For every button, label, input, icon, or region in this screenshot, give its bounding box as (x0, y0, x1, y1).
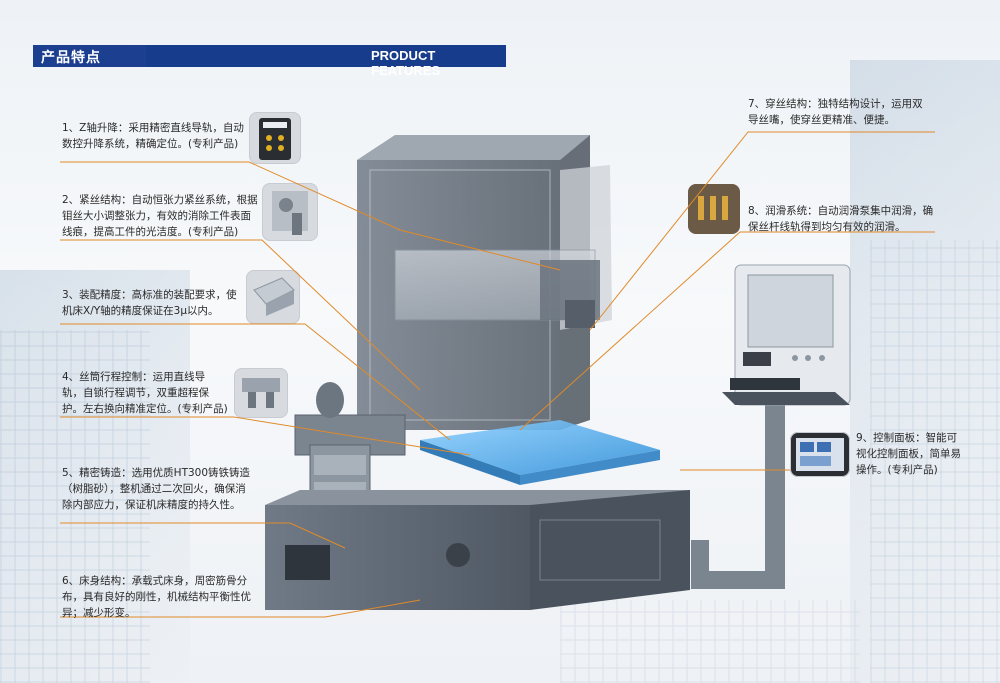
feature-control-panel: 9、控制面板：智能可 视化控制面板，简单易 操作。(专利产品) (856, 430, 981, 478)
feature-bed-structure: 6、床身结构：承载式床身，周密筋骨分 布，具有良好的刚性，机械结构平衡性优 异；… (62, 573, 277, 621)
feature-control-panel-line2: 视化控制面板，简单易 (856, 448, 961, 460)
control-panel-screen-icon (790, 432, 850, 477)
feature-drum-travel-line3: 护。左右换向精准定位。(专利产品) (62, 403, 228, 415)
feature-assembly-precision-line1: 3、装配精度：高标准的装配要求，使 (62, 289, 237, 301)
feature-z-axis: 1、Z轴升降：采用精密直线导轨，自动 数控升降系统，精确定位。(专利产品) (62, 120, 252, 152)
z-axis-controller-icon (249, 112, 301, 164)
feature-wire-threading: 7、穿丝结构：独特结构设计，运用双 导丝嘴，使穿丝更精准、便捷。 (748, 96, 943, 128)
machine-base (265, 490, 690, 610)
feature-bed-structure-line2: 布，具有良好的刚性，机械结构平衡性优 (62, 591, 251, 603)
background-window-grid-right (870, 240, 1000, 683)
background-building-left (0, 270, 190, 683)
feature-drum-travel-line2: 轨，自锁行程调节，双重超程保 (62, 387, 209, 399)
feature-wire-tension-line3: 线痕，提高工件的光洁度。(专利产品) (62, 226, 239, 238)
feature-z-axis-line1: 1、Z轴升降：采用精密直线导轨，自动 (62, 122, 244, 134)
feature-control-panel-line1: 9、控制面板：智能可 (856, 432, 958, 444)
background-building-right (850, 60, 1000, 683)
feature-lubrication: 8、润滑系统：自动润滑泵集中润滑，确 保丝杆线轨得到均匀有效的润滑。 (748, 203, 948, 235)
assembly-part-icon (246, 270, 300, 324)
feature-assembly-precision-line2: 机床X/Y轴的精度保证在3μ以内。 (62, 305, 219, 317)
header-title-en-box: PRODUCT FEATURES (146, 45, 506, 78)
section-header: 产品特点 PRODUCT FEATURES (33, 45, 506, 78)
feature-wire-threading-line1: 7、穿丝结构：独特结构设计，运用双 (748, 98, 923, 110)
feature-z-axis-line2: 数控升降系统，精确定位。(专利产品) (62, 138, 239, 150)
feature-control-panel-line3: 操作。(专利产品) (856, 464, 938, 476)
header-title-en: PRODUCT FEATURES (371, 48, 441, 78)
feature-drum-travel-line1: 4、丝筒行程控制：运用直线导 (62, 371, 206, 383)
feature-drum-travel: 4、丝筒行程控制：运用直线导 轨，自锁行程调节，双重超程保 护。左右换向精准定位… (62, 369, 237, 417)
header-title-cn-box: 产品特点 (33, 45, 146, 67)
feature-wire-tension-line1: 2、紧丝结构：自动恒张力紧丝系统，根据 (62, 194, 258, 206)
wire-tension-mechanism-icon (262, 183, 318, 241)
feature-wire-tension-line2: 钼丝大小调整张力，有效的消除工件表面 (62, 210, 251, 222)
feature-bed-structure-line3: 异；减少形变。 (62, 607, 136, 619)
feature-lubrication-line2: 保丝杆线轨得到均匀有效的润滑。 (748, 221, 906, 233)
feature-bed-structure-line1: 6、床身结构：承载式床身，周密筋骨分 (62, 575, 248, 587)
feature-precision-casting: 5、精密铸造：选用优质HT300铸铁铸造 （树脂砂），整机通过二次回火，确保消 … (62, 465, 277, 513)
background-window-grid-left (0, 330, 150, 683)
background-window-grid-bottom (560, 600, 860, 683)
travel-limit-switch-icon (234, 368, 288, 418)
feature-wire-tension: 2、紧丝结构：自动恒张力紧丝系统，根据 钼丝大小调整张力，有效的消除工件表面 线… (62, 192, 267, 240)
feature-wire-threading-line2: 导丝嘴，使穿丝更精准、便捷。 (748, 114, 895, 126)
feature-assembly-precision: 3、装配精度：高标准的装配要求，使 机床X/Y轴的精度保证在3μ以内。 (62, 287, 252, 319)
feature-precision-casting-line2: （树脂砂），整机通过二次回火，确保消 (62, 483, 246, 495)
header-title-cn: 产品特点 (41, 50, 101, 66)
machine-upper-arm (394, 249, 600, 328)
lubrication-pump-icon (688, 184, 740, 234)
feature-lubrication-line1: 8、润滑系统：自动润滑泵集中润滑，确 (748, 205, 934, 217)
feature-precision-casting-line1: 5、精密铸造：选用优质HT300铸铁铸造 (62, 467, 251, 479)
control-panel-assembly (691, 264, 851, 589)
feature-precision-casting-line3: 除内部应力，保证机床精度的持久性。 (62, 499, 241, 511)
